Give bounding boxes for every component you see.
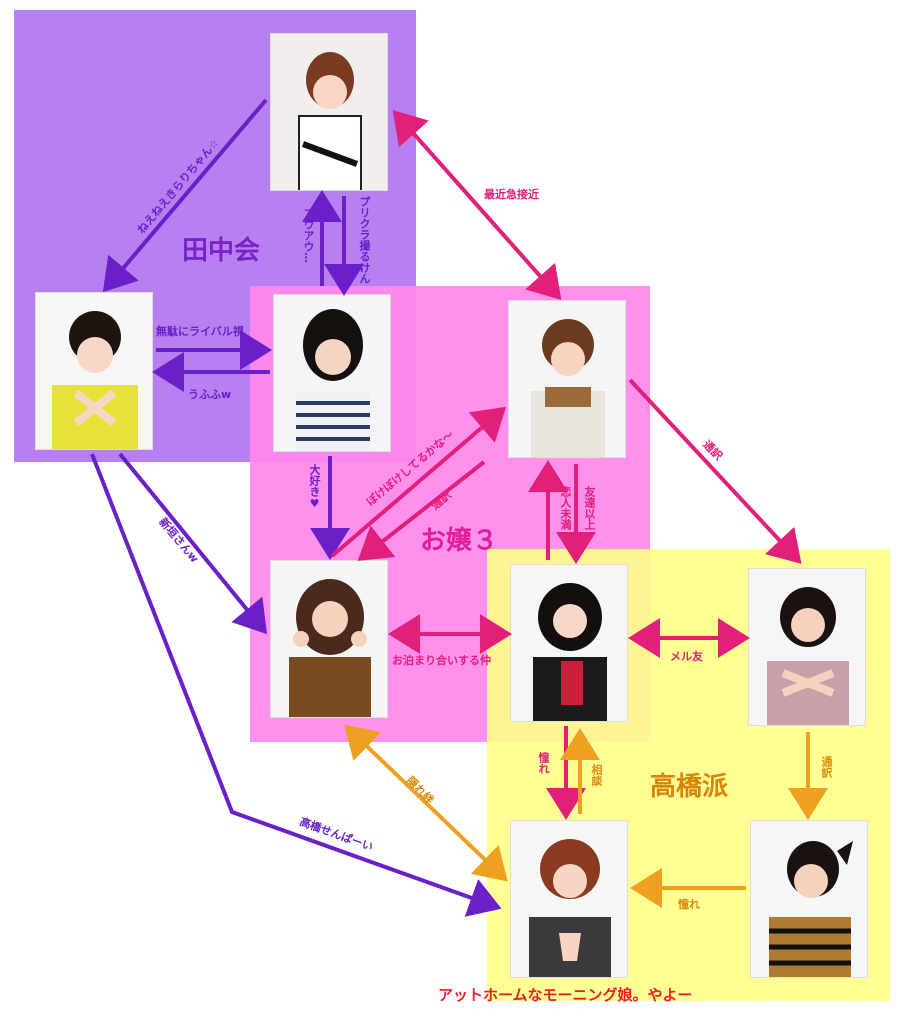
label-akogare-2: 憧れ	[678, 898, 700, 911]
footer-caption: アットホームなモーニング娘。やよー	[438, 986, 693, 1004]
takahashi-group-label: 高橋派	[650, 772, 729, 802]
member-photo-center	[510, 564, 628, 722]
arrow-top-to-left	[102, 98, 268, 293]
label-ufufu: うふふw	[188, 388, 232, 401]
member-photo-right-top	[508, 300, 626, 458]
label-saikin: 最近急接近	[484, 188, 539, 201]
arrow-center-left-bottom-center-bidirectional	[344, 724, 508, 882]
label-koibito: 恋人未満	[559, 486, 572, 530]
member-photo-center-left	[270, 560, 388, 718]
ojou3-group-label: お嬢３	[420, 526, 499, 556]
arrow-center-left-to-right-top	[330, 406, 507, 558]
arrow-right-top-to-center-left	[357, 460, 486, 561]
arrow-top-right-bidirectional	[392, 110, 562, 300]
member-photo-bottom-right	[750, 820, 868, 978]
arrow-left-to-center-left	[118, 452, 268, 635]
label-auau: アウアウ…	[302, 208, 315, 263]
label-purikura: プリクラ撮るけん	[358, 196, 371, 284]
label-merutomo: メル友	[670, 650, 703, 663]
label-tomodachi: 友達以上	[583, 486, 596, 530]
label-soudan: 相談	[590, 764, 603, 786]
label-otomari: お泊まり合いする仲	[392, 654, 491, 667]
label-tsuyaku-3: 通訳	[820, 756, 833, 778]
tanaka-group-label: 田中会	[182, 236, 261, 266]
member-photo-right-middle	[748, 568, 866, 726]
member-photo-top	[270, 33, 388, 191]
label-muda: 無駄にライバル視	[156, 325, 244, 338]
member-photo-bottom-center	[510, 820, 628, 978]
label-daisuki: 大好き♥	[308, 464, 321, 510]
arrow-right-top-to-right-middle	[628, 378, 802, 564]
label-akogare-1: 憧れ	[537, 752, 550, 774]
arrow-left-to-bottom-center	[90, 453, 502, 917]
member-photo-center-top	[273, 294, 391, 452]
